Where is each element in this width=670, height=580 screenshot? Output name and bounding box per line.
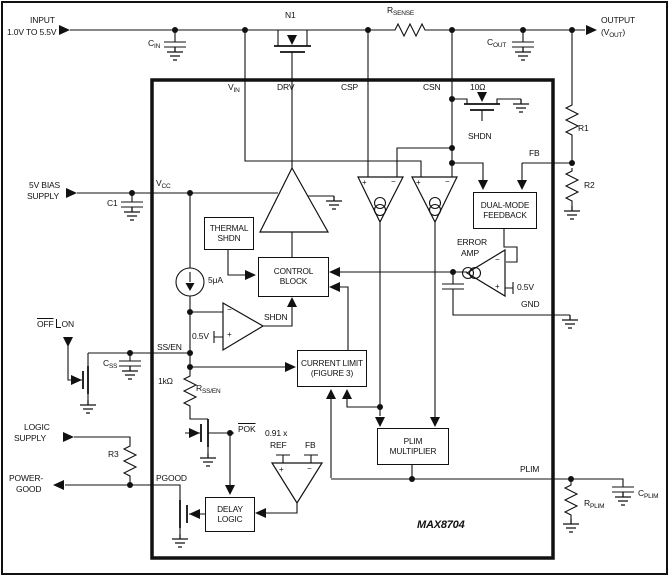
control-block-line1: CONTROL	[273, 266, 314, 277]
pin-fb: FB	[529, 148, 540, 158]
vout-label: (VOUT)	[601, 27, 626, 39]
shdn-comp-output-label: SHDN	[264, 312, 288, 322]
pin-csn: CSN	[423, 82, 441, 92]
input-range-label: 1.0V TO 5.5V	[7, 27, 57, 37]
pok-comp-plus: +	[279, 465, 284, 474]
output-label: OUTPUT	[601, 15, 636, 25]
cin-label: CIN	[148, 38, 161, 50]
rsense-label: RSENSE	[387, 5, 415, 17]
resistor-zigzags	[122, 22, 580, 519]
power-good-line2: GOOD	[16, 484, 42, 494]
dmf-line1: DUAL-MODE	[480, 199, 530, 210]
shdn-comparator-icon	[222, 301, 265, 352]
plim-mult-line2: MULTIPLIER	[389, 445, 437, 456]
gate-driver-amp-icon	[259, 166, 330, 233]
ic-outline	[150, 78, 555, 560]
delay-logic-line2: LOGIC	[217, 513, 243, 524]
r3-label: R3	[108, 449, 119, 459]
shdn-comp-minus: −	[227, 305, 232, 314]
cplim-label: CPLIM	[638, 488, 659, 500]
falling-edge-icon	[55, 319, 61, 328]
shdn-fet-resistance-label: 10Ω	[470, 82, 486, 92]
junction-dots	[127, 27, 575, 488]
n1-label: N1	[285, 10, 296, 20]
pgood-mosfet-icon	[179, 500, 188, 528]
pok-comparator-icon	[270, 462, 324, 505]
current-limit-block: CURRENT LIMIT (FIGURE 3)	[297, 350, 367, 387]
control-block: CONTROL BLOCK	[258, 257, 329, 297]
logic-supply-line1: LOGIC	[24, 422, 50, 432]
error-amp-minus: −	[495, 255, 500, 264]
input-label: INPUT	[30, 15, 55, 25]
thermal-shdn-line1: THERMAL	[209, 222, 249, 233]
pok-comp-minus: −	[307, 464, 312, 473]
csp-amp-plus: +	[362, 178, 367, 187]
current-limit-line1: CURRENT LIMIT	[301, 357, 363, 368]
pok-comp-fb-label: FB	[305, 440, 316, 450]
5ua-source-icon	[175, 267, 205, 297]
pok-comp-ref-line1: 0.91 x	[265, 428, 288, 438]
r1-label: R1	[578, 123, 589, 133]
current-source-symbols	[175, 196, 482, 297]
ground-symbols	[79, 46, 632, 548]
pin-ssen: SS/EN	[157, 342, 182, 352]
pin-plim: PLIM	[520, 464, 540, 474]
shdn-comp-ref-label: 0.5V	[192, 331, 209, 341]
control-block-line2: BLOCK	[279, 276, 308, 286]
pin-csp: CSP	[341, 82, 359, 92]
n1-mosfet-icon	[274, 45, 311, 53]
csn-gm-amp-icon	[411, 176, 458, 224]
plim-multiplier-block: PLIM MULTIPLIER	[377, 428, 449, 465]
thermal-shdn-block: THERMAL SHDN	[204, 217, 254, 250]
cout-label: COUT	[487, 37, 507, 49]
r2-label: R2	[584, 180, 595, 190]
bias-label-line1: 5V BIAS	[29, 180, 61, 190]
error-amp-label-line2: AMP	[461, 248, 479, 258]
pin-vcc: VCC	[156, 178, 171, 190]
pin-vin: VIN	[228, 82, 240, 94]
rssen-label: RSS/EN	[196, 383, 221, 395]
error-amp-label-line1: ERROR	[457, 237, 487, 247]
shdn-comp-plus: +	[227, 330, 232, 339]
pin-gnd: GND	[521, 299, 540, 309]
wires	[65, 22, 634, 534]
csn-amp-minus: −	[445, 177, 450, 186]
bias-label-line2: SUPPLY	[27, 191, 60, 201]
pok-mosfet-icon	[200, 419, 209, 447]
pok-comp-ref-line2: REF	[270, 440, 287, 450]
shdn-fet-gate-label: SHDN	[468, 131, 492, 141]
thermal-shdn-line2: SHDN	[217, 232, 241, 243]
error-amp-plus: +	[495, 282, 500, 291]
current-limit-line2: (FIGURE 3)	[310, 367, 354, 378]
current-source-label: 5μA	[208, 275, 223, 285]
amplifier-symbols	[222, 166, 506, 505]
power-good-line1: POWER-	[9, 473, 44, 483]
pok-node-label: POK	[238, 424, 256, 434]
shdn-discharge-mosfet-icon	[464, 103, 500, 111]
rplim-label: RPLIM	[584, 498, 605, 510]
delay-logic-block: DELAY LOGIC	[205, 497, 255, 532]
part-number: MAX8704	[417, 519, 465, 531]
delay-logic-line1: DELAY	[217, 503, 243, 514]
error-amp-ref-label: 0.5V	[517, 282, 534, 292]
ssen-pulldown-mosfet-icon	[82, 366, 89, 394]
rssen-value-label: 1kΩ	[158, 376, 173, 386]
csn-amp-plus: +	[416, 178, 421, 187]
mosfet-symbols	[82, 45, 500, 528]
csp-gm-amp-icon	[357, 176, 404, 224]
csp-amp-minus: −	[391, 177, 396, 186]
plim-mult-line1: PLIM	[403, 435, 423, 446]
css-label: CSS	[103, 358, 118, 370]
pin-drv: DRV	[277, 82, 295, 92]
pin-pgood: PGOOD	[156, 473, 187, 483]
dual-mode-feedback-block: DUAL-MODE FEEDBACK	[473, 192, 537, 229]
c1-label: C1	[107, 198, 118, 208]
dmf-line2: FEEDBACK	[483, 209, 527, 220]
error-amp-icon	[465, 248, 506, 298]
logic-supply-line2: SUPPLY	[14, 433, 47, 443]
ground-icon	[166, 46, 184, 61]
